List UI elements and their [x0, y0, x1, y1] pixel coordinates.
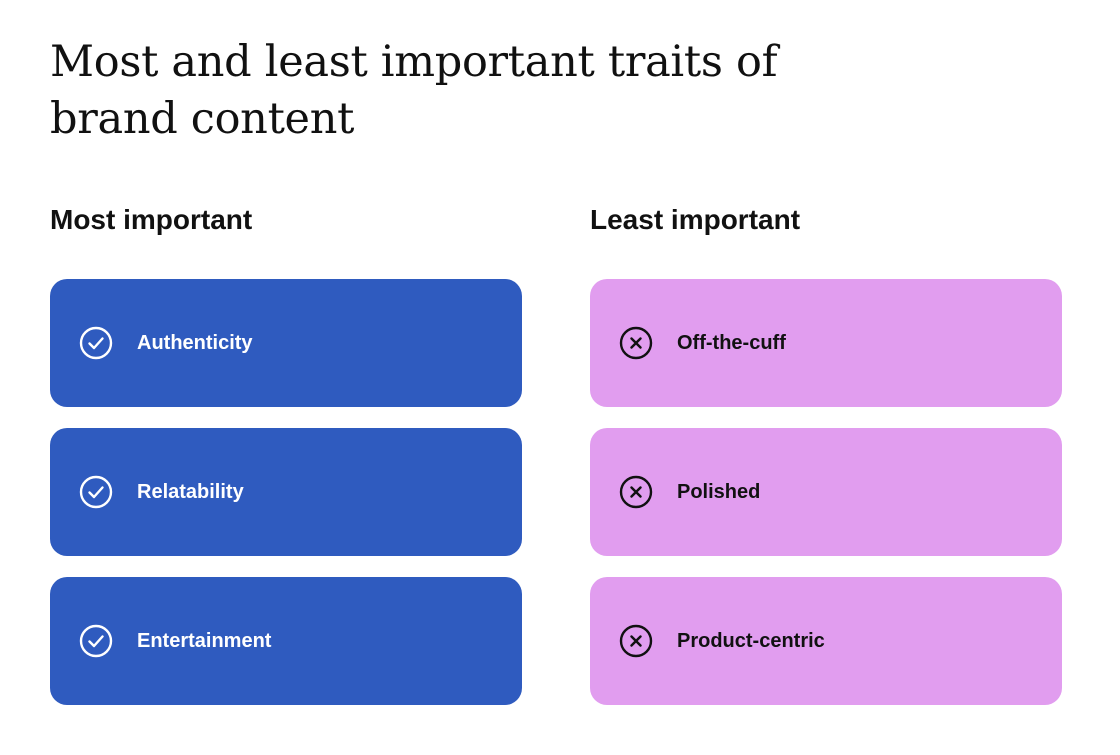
check-circle-icon — [79, 624, 113, 658]
least-important-list: Off-the-cuff Polished Product-centric — [590, 279, 1062, 705]
most-important-column: Most important Authenticity Relatability… — [50, 200, 522, 705]
least-important-card-off-the-cuff: Off-the-cuff — [590, 279, 1062, 407]
most-important-heading: Most important — [50, 204, 253, 235]
trait-label: Entertainment — [137, 629, 272, 652]
most-important-list: Authenticity Relatability Entertainment — [50, 279, 522, 705]
least-important-card-product-centric: Product-centric — [590, 577, 1062, 705]
x-circle-icon — [619, 475, 653, 509]
check-circle-icon — [79, 326, 113, 360]
trait-label: Authenticity — [137, 331, 253, 354]
check-circle-icon — [79, 475, 113, 509]
least-important-heading: Least important — [590, 204, 801, 235]
x-circle-icon — [619, 624, 653, 658]
trait-label: Product-centric — [677, 629, 825, 652]
page-title: Most and least important traits of brand… — [50, 37, 778, 144]
most-important-card-authenticity: Authenticity — [50, 279, 522, 407]
trait-label: Off-the-cuff — [677, 331, 786, 354]
most-important-card-relatability: Relatability — [50, 428, 522, 556]
x-circle-icon — [619, 326, 653, 360]
most-important-card-entertainment: Entertainment — [50, 577, 522, 705]
least-important-column: Least important Off-the-cuff Polished Pr… — [590, 200, 1062, 705]
trait-label: Polished — [677, 480, 761, 503]
trait-label: Relatability — [137, 480, 244, 503]
least-important-card-polished: Polished — [590, 428, 1062, 556]
